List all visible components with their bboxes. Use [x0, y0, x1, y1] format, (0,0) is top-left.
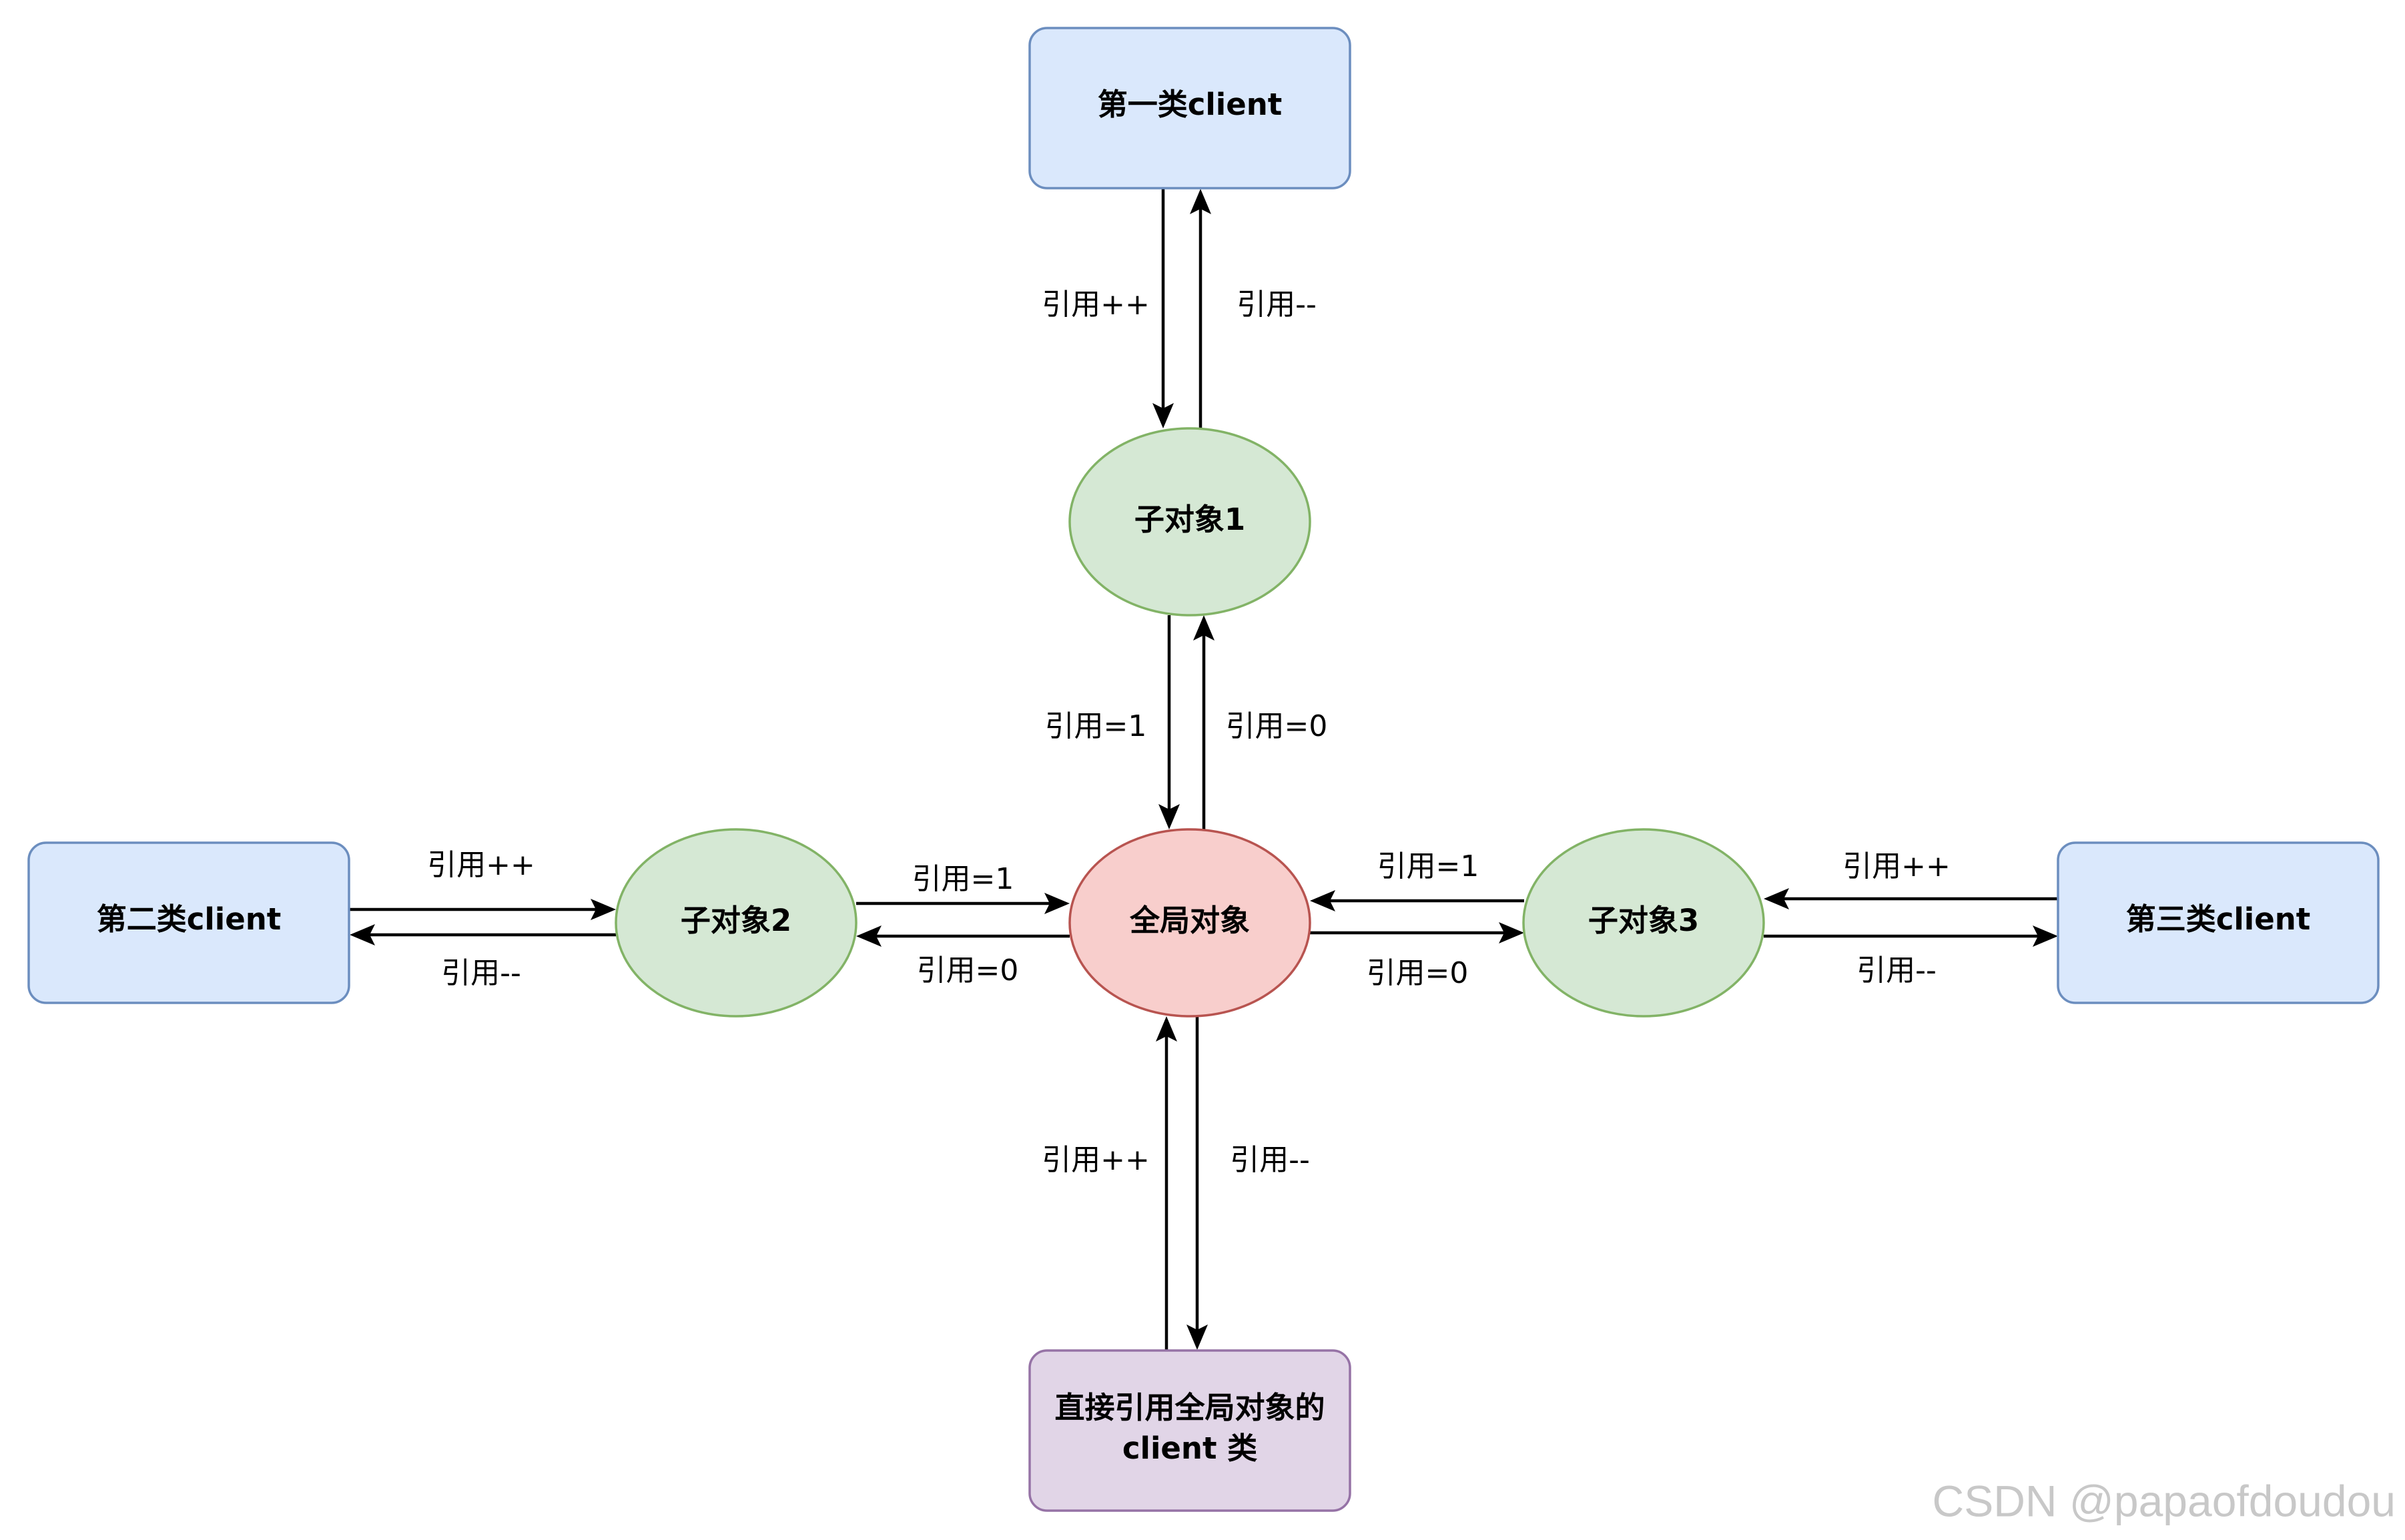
label-global-to-child2: 引用=0	[917, 953, 1019, 988]
direct-client-label-line2: client 类	[1122, 1431, 1257, 1466]
child2-ellipse	[615, 828, 857, 1018]
arrowhead-child3-to-global	[1310, 890, 1335, 911]
child2-label: 子对象2	[681, 903, 791, 938]
client3-box	[2057, 841, 2380, 1004]
label-global-to-child3: 引用=0	[1367, 956, 1469, 990]
client2-label: 第二类client	[97, 901, 282, 937]
label-child2-to-client2: 引用--	[441, 956, 521, 990]
child1-label: 子对象1	[1134, 502, 1245, 537]
arrowhead-global-to-child2	[856, 925, 882, 947]
arrowhead-global-to-child3	[1499, 922, 1524, 943]
client1-label: 第一类client	[1098, 87, 1283, 122]
direct-client-box	[1028, 1349, 1351, 1512]
label-client2-to-child2: 引用++	[427, 848, 535, 882]
child3-ellipse	[1522, 828, 1765, 1018]
label-child2-to-global: 引用=1	[912, 862, 1014, 896]
label-global-to-direct: 引用--	[1230, 1143, 1310, 1177]
label-client3-to-child3: 引用++	[1842, 849, 1951, 883]
arrowhead-child2-to-client2	[350, 924, 375, 945]
nodes: 第一类client 子对象1 第二类client 子对象2 全局对象 子对象3 …	[27, 27, 2380, 1512]
label-child3-to-client3: 引用--	[1856, 953, 1937, 988]
edges	[350, 189, 2058, 1350]
label-child1-to-global: 引用=1	[1045, 709, 1147, 743]
global-label: 全局对象	[1129, 903, 1250, 938]
child3-label: 子对象3	[1588, 903, 1699, 938]
arrowhead-global-to-direct	[1186, 1324, 1208, 1350]
edge-labels: 引用++ 引用-- 引用=1 引用=0 引用++ 引用-- 引用=1 引用=0 …	[427, 288, 1951, 1177]
arrowhead-direct-to-global	[1156, 1016, 1177, 1042]
arrowhead-global-to-child1	[1193, 615, 1215, 641]
arrowhead-child1-to-global	[1158, 804, 1180, 829]
direct-client-label-line1: 直接引用全局对象的	[1054, 1390, 1325, 1425]
child1-ellipse	[1068, 427, 1311, 617]
arrowhead-child2-to-global	[1044, 893, 1070, 914]
label-child3-to-global: 引用=1	[1377, 849, 1479, 883]
label-client1-to-child1: 引用++	[1042, 288, 1150, 322]
csdn-watermark: CSDN @papaofdoudou	[1933, 1476, 2396, 1525]
arrowhead-client1-to-child1	[1152, 403, 1174, 428]
label-child1-to-client1: 引用--	[1237, 288, 1317, 322]
client3-label: 第三类client	[2126, 901, 2311, 937]
client1-box	[1028, 27, 1351, 189]
label-direct-to-global: 引用++	[1042, 1143, 1150, 1177]
arrowhead-child1-to-client1	[1190, 189, 1211, 214]
arrowhead-client3-to-child3	[1764, 888, 1789, 909]
global-ellipse	[1068, 828, 1311, 1018]
arrowhead-client2-to-child2	[591, 899, 616, 920]
label-global-to-child1: 引用=0	[1226, 709, 1328, 743]
client2-box	[27, 841, 350, 1004]
arrowhead-child3-to-client3	[2033, 925, 2058, 947]
